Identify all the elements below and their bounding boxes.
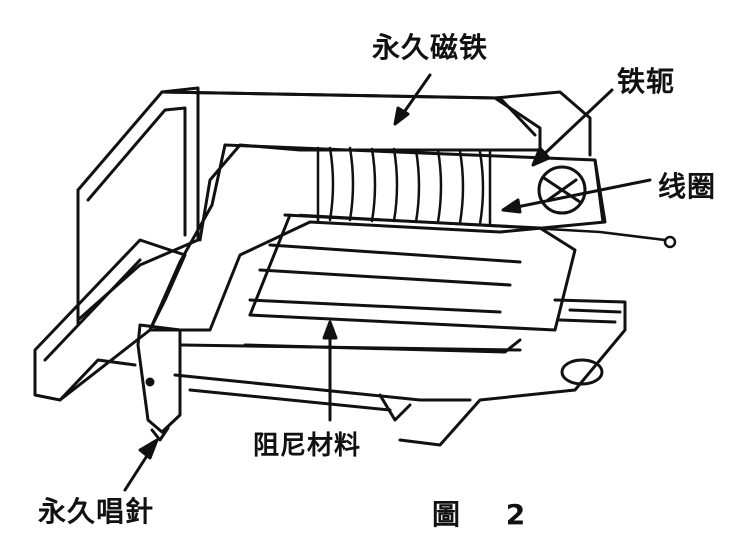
coil-windings: [316, 146, 492, 227]
cantilever: [173, 343, 522, 422]
label-damping-material: 阻尼材料: [253, 431, 362, 461]
damping-channel: [243, 213, 577, 354]
permanent-magnet-block: [160, 90, 592, 242]
housing-frame: [76, 86, 502, 327]
label-permanent-stylus: 永久唱針: [38, 495, 155, 528]
lower-flange: [33, 238, 187, 402]
leader-arrows: [123, 73, 652, 492]
label-iron-yoke: 铁轭: [617, 65, 676, 98]
label-coil: 线圈: [658, 170, 717, 203]
screw: [537, 165, 587, 215]
stylus-post: [136, 323, 182, 442]
mounting-tab: [398, 298, 627, 447]
iron-yoke: [148, 143, 607, 332]
figure-caption: 圖 2: [432, 498, 544, 531]
label-permanent-magnet: 永久磁铁: [372, 31, 489, 64]
